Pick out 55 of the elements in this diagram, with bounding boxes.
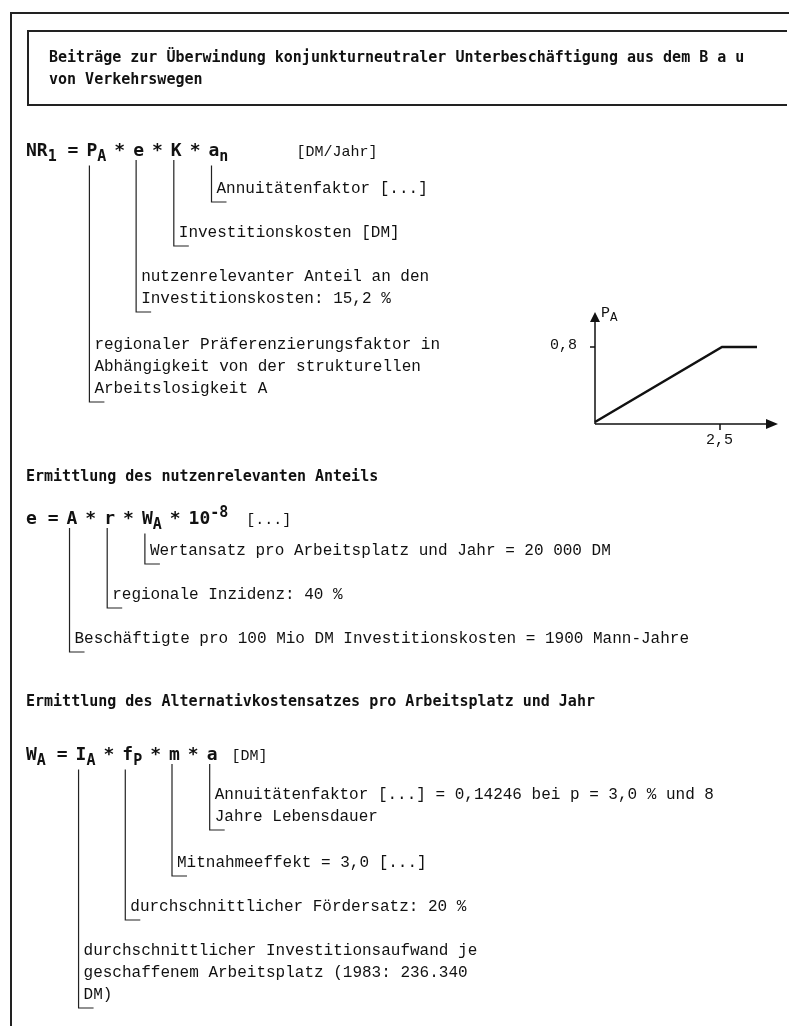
annotation-text: Wertansatz pro Arbeitsplatz und Jahr = 20 000 DM xyxy=(149,540,611,562)
annotation-text: Mitnahmeeffekt = 3,0 [...] xyxy=(177,852,427,874)
axis-label: P$_{A}$ xyxy=(601,305,618,325)
formula-symbol: a xyxy=(206,742,218,766)
leader-line xyxy=(210,165,228,203)
formula-symbol: f$_{P}$ xyxy=(122,742,143,772)
leader-line xyxy=(77,769,95,1009)
multiplication-sign: * xyxy=(189,138,201,162)
section-heading: Ermittlung des Alternativkostensatzes pro Arbeitsplatz und Jahr xyxy=(26,692,595,710)
annotation-text: regionaler Präferenzierungsfaktor in Abhängigkeit von der strukturellen Arbeitslosigkeit A xyxy=(94,334,460,400)
multiplication-sign: * xyxy=(151,138,163,162)
formula-symbol: P$_{A}$ xyxy=(86,138,107,168)
unit-text: [...] xyxy=(246,511,292,531)
formula-symbol: K xyxy=(170,138,182,162)
multiplication-sign: * xyxy=(114,138,126,162)
multiplication-sign: * xyxy=(85,506,97,530)
annotation-text: Investitionskosten [DM] xyxy=(178,222,400,244)
section-heading: Ermittlung des nutzenrelevanten Anteils xyxy=(26,467,379,485)
multiplication-sign: * xyxy=(103,742,115,766)
formula-symbol: A xyxy=(66,506,78,530)
multiplication-sign: * xyxy=(187,742,199,766)
formula-term: NR$_{1}$ = xyxy=(26,138,79,167)
leader-line xyxy=(124,769,141,921)
unit-text: [DM] xyxy=(231,747,268,767)
formula-symbol: e xyxy=(133,138,144,162)
tick-label: 2,5 xyxy=(706,432,733,449)
unit-text: [DM/Jahr] xyxy=(296,143,378,163)
title-banner: Beiträge zur Überwindung konjunkturneutraler Unterbeschäftigung aus dem B a u von Verkehrswegen xyxy=(27,30,787,106)
leader-line xyxy=(173,159,190,247)
annotation-text: durchschnittlicher Investitionsaufwand je geschaffenem Arbeitsplatz (1983: 236.340 DM) xyxy=(83,940,487,1006)
multiplication-sign: * xyxy=(150,742,161,766)
annotation-text: Beschäftigte pro 100 Mio DM Investitionskosten = 1900 Mann-Jahre xyxy=(74,628,689,650)
formula-symbol: W$_{A}$ xyxy=(141,506,162,536)
annotation-text: Annuitätenfaktor [...] xyxy=(216,178,428,200)
annotation-text: nutzenrelevanter Anteil an den Investitionskosten: 15,2 % xyxy=(141,266,487,310)
formula-symbol: a$_{n}$ xyxy=(208,138,229,168)
multiplication-sign: * xyxy=(123,506,134,530)
formula-symbol: m xyxy=(169,742,180,766)
formula-term: W$_{A}$ = xyxy=(26,742,68,771)
leader-line xyxy=(68,527,86,653)
formula-symbol: r xyxy=(104,506,116,530)
formula-term: e = xyxy=(26,506,59,530)
annotation-text: regionale Inzidenz: 40 % xyxy=(112,584,343,606)
annotation-text: durchschnittlicher Fördersatz: 20 % xyxy=(130,896,467,918)
leader-line xyxy=(144,533,161,565)
annotation-text: Annuitätenfaktor [...] = 0,14246 bei p = 3,0 % und 8 Jahre Lebensdauer xyxy=(214,784,714,828)
leader-line xyxy=(171,763,188,877)
multiplication-sign: * xyxy=(169,506,181,530)
formula-term: 10$^{-8}$ xyxy=(188,502,229,530)
leader-line xyxy=(209,763,226,831)
leader-line xyxy=(106,527,123,609)
leader-line xyxy=(88,165,105,403)
leader-line xyxy=(135,159,152,313)
tick-label: 0,8 xyxy=(550,337,577,354)
formula-symbol: I$_{A}$ xyxy=(75,742,96,772)
